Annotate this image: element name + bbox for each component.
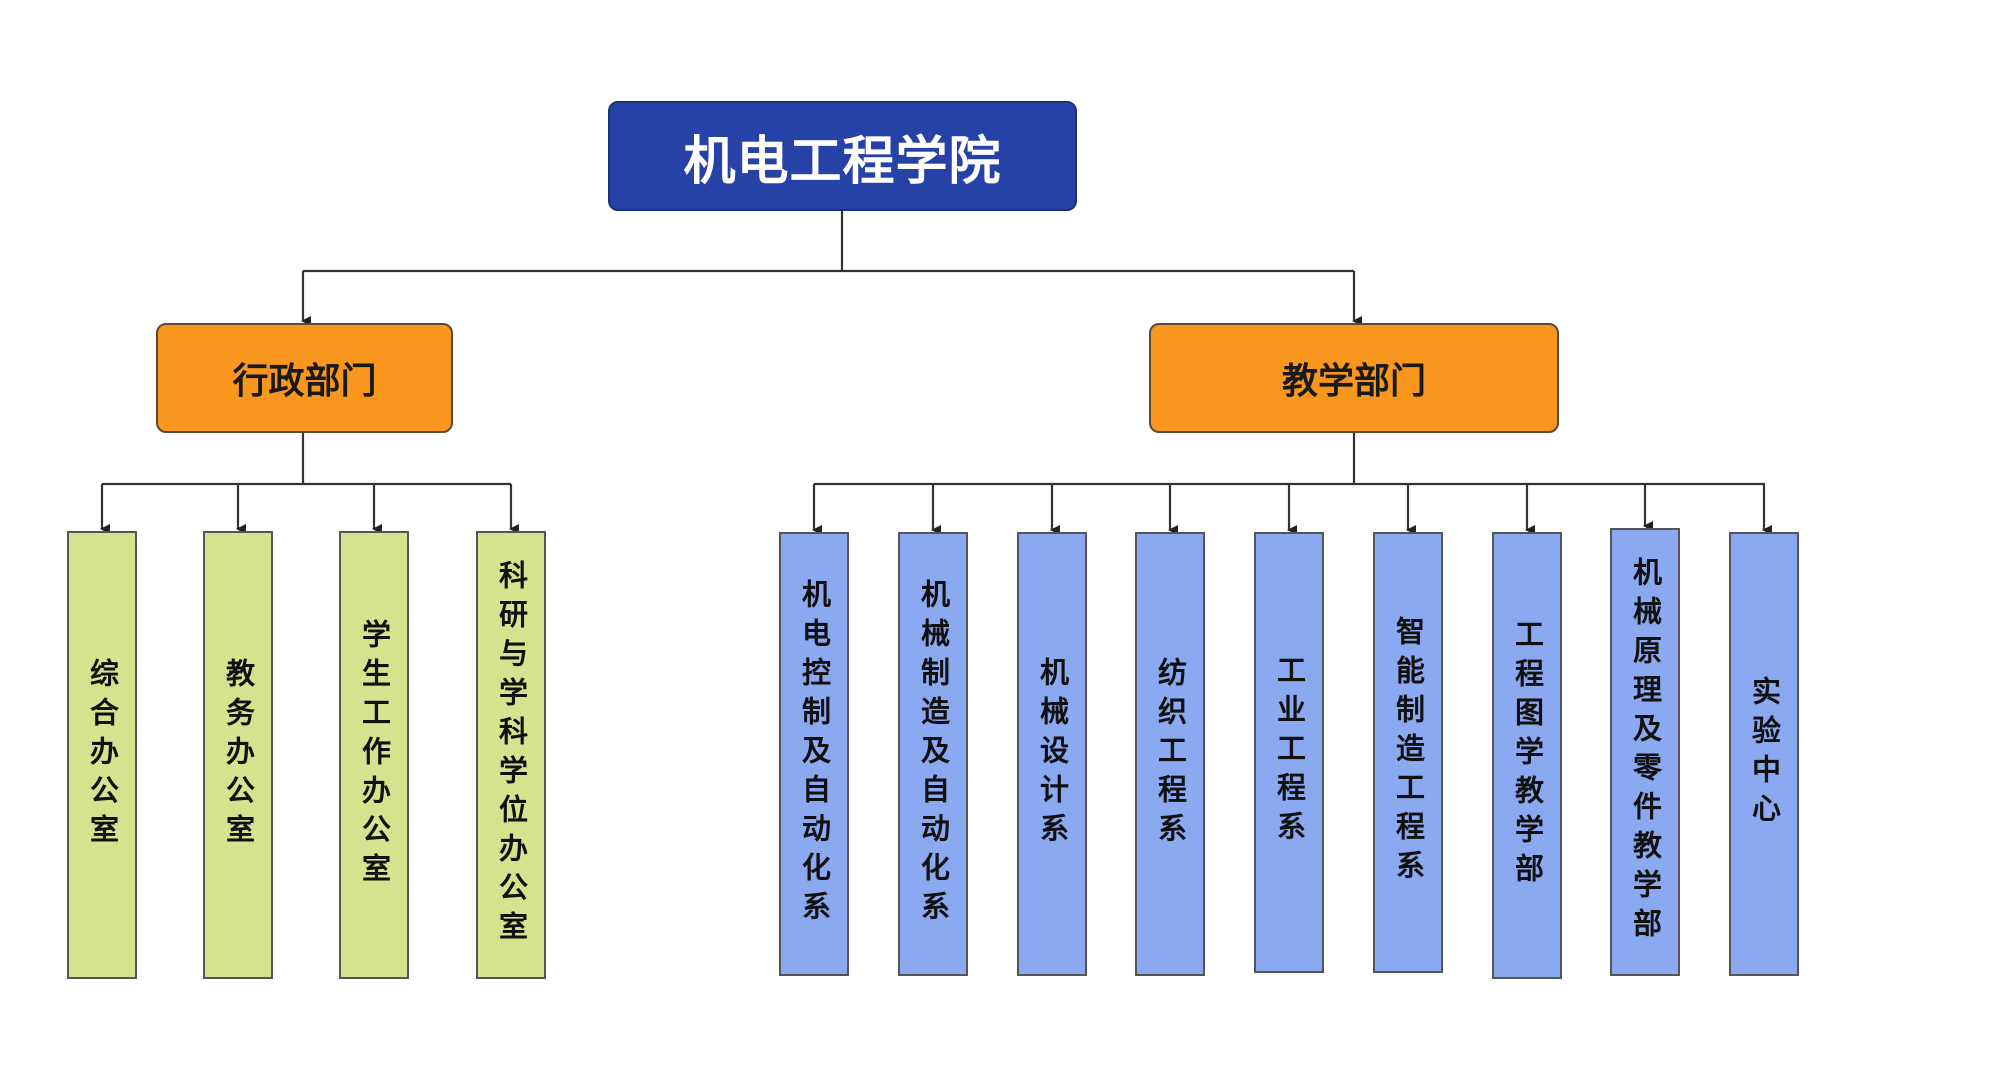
- unit-label: 机械制造及自动化系: [916, 578, 951, 930]
- unit-label: 工程图学教学部: [1510, 619, 1545, 892]
- root-node: 机电工程学院: [608, 101, 1077, 211]
- unit-node-teaching-4: 纺织工程系: [1135, 532, 1205, 976]
- department-node-teaching: 教学部门: [1149, 323, 1559, 433]
- unit-label: 智能制造工程系: [1391, 616, 1426, 889]
- unit-node-teaching-5: 工业工程系: [1254, 532, 1324, 973]
- unit-node-teaching-2: 机械制造及自动化系: [898, 532, 968, 976]
- unit-node-admin-2: 教务办公室: [203, 531, 273, 979]
- unit-node-admin-3: 学生工作办公室: [339, 531, 409, 979]
- unit-label: 机械原理及零件教学部: [1628, 557, 1663, 947]
- unit-node-teaching-8: 机械原理及零件教学部: [1610, 528, 1680, 976]
- unit-node-teaching-7: 工程图学教学部: [1492, 532, 1562, 979]
- unit-label: 机械设计系: [1035, 656, 1070, 852]
- unit-label: 教务办公室: [221, 657, 256, 853]
- unit-node-admin-4: 科研与学科学位办公室: [476, 531, 546, 979]
- department-node-admin: 行政部门: [156, 323, 453, 433]
- unit-label: 实验中心: [1747, 676, 1782, 832]
- unit-node-teaching-6: 智能制造工程系: [1373, 532, 1443, 973]
- unit-label: 机电控制及自动化系: [797, 578, 832, 930]
- department-label-teaching: 教学部门: [1281, 361, 1426, 402]
- unit-node-admin-1: 综合办公室: [67, 531, 137, 979]
- root-label: 机电工程学院: [683, 131, 1002, 192]
- unit-label: 纺织工程系: [1153, 656, 1188, 852]
- unit-label: 学生工作办公室: [357, 618, 392, 892]
- unit-label: 综合办公室: [85, 657, 120, 853]
- unit-node-teaching-3: 机械设计系: [1017, 532, 1087, 976]
- unit-node-teaching-1: 机电控制及自动化系: [779, 532, 849, 976]
- unit-node-teaching-9: 实验中心: [1729, 532, 1799, 976]
- unit-label: 科研与学科学位办公室: [494, 560, 529, 950]
- unit-label: 工业工程系: [1272, 655, 1307, 850]
- department-label-admin: 行政部门: [232, 361, 377, 402]
